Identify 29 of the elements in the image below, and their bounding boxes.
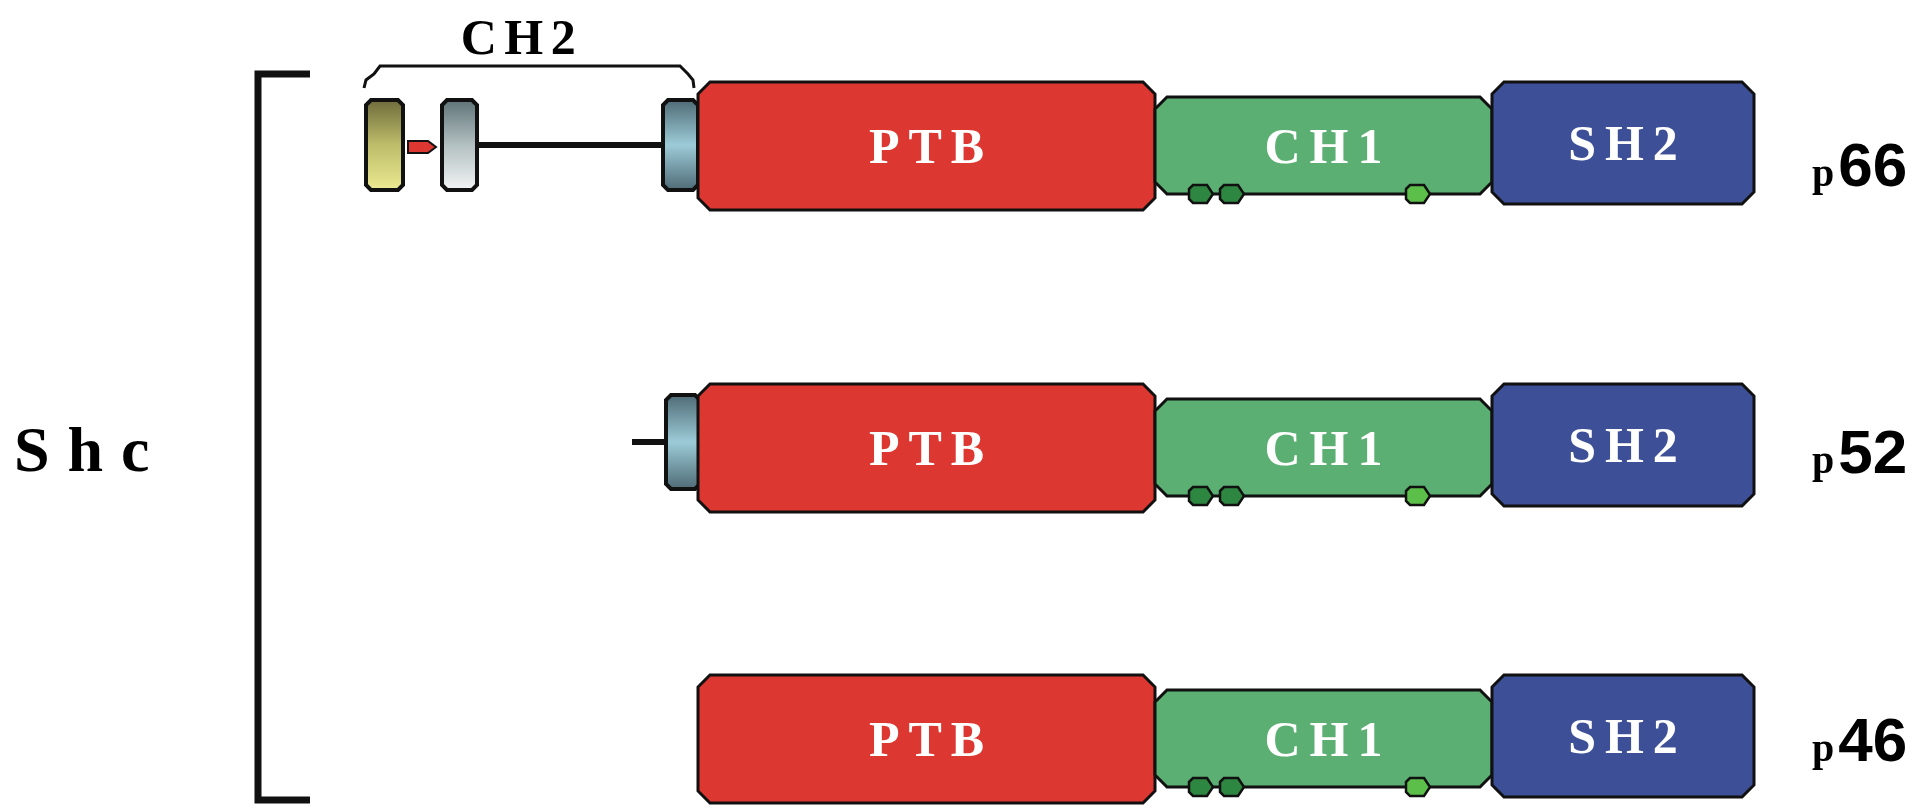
domain-box [1155,399,1492,496]
domain-label: SH2 [1567,118,1687,168]
isoform-label: p52 [1812,421,1908,483]
domain-label: PTB [867,714,994,764]
domain-box [442,100,477,190]
domain-box [1155,690,1492,787]
domain-box [698,384,1155,512]
domain-label: CH1 [1263,120,1392,171]
domain-box [698,675,1155,803]
domain-box [1492,675,1754,797]
domain-box [663,100,698,190]
domain-label: PTB [867,423,994,473]
domain-label: CH2 [460,12,584,62]
domain-box [1155,97,1492,194]
protein-label: Shc [14,418,168,482]
domain-label: SH2 [1567,420,1687,470]
domain-label: SH2 [1567,711,1687,761]
domain-box [666,395,700,489]
connector-line [477,142,663,148]
domain-label: CH1 [1263,422,1392,473]
domain-box [1492,82,1754,204]
connector-line [632,439,666,445]
domain-box [698,82,1155,210]
domain-label: CH1 [1263,713,1392,764]
domain-label: PTB [867,121,994,171]
domain-box [366,100,403,190]
isoform-label: p66 [1812,134,1908,196]
domain-box [1492,384,1754,506]
isoform-label: p46 [1812,709,1908,771]
